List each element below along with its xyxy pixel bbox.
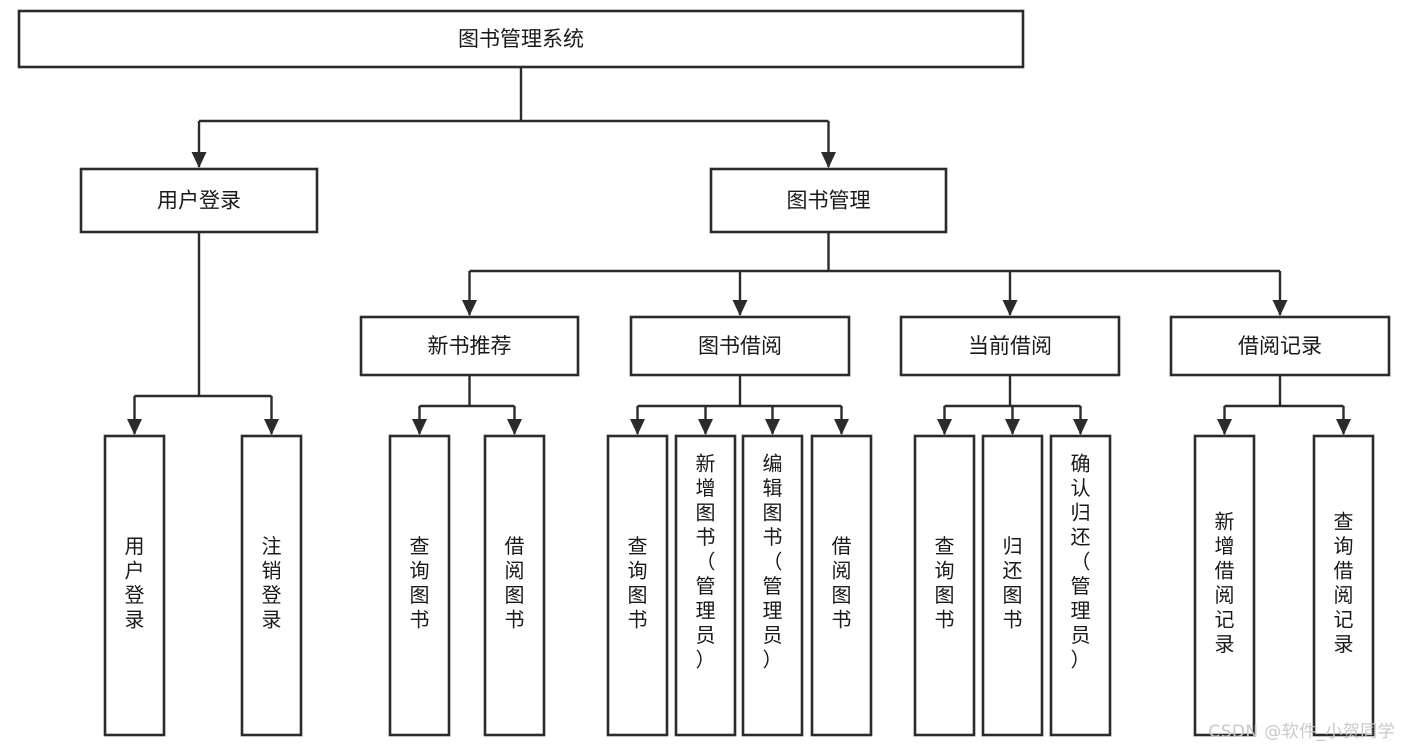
node-box	[79, 167, 319, 234]
node-box	[674, 434, 737, 737]
node-label: 当前借阅	[968, 334, 1052, 358]
arrow-head-icon	[630, 419, 645, 435]
node-label: 注销登录	[262, 534, 282, 632]
node-box	[1193, 434, 1256, 737]
node-leaf-user-login[interactable]: 用户登录	[103, 434, 166, 737]
node-label: 新书推荐	[428, 334, 512, 358]
node-box	[629, 315, 851, 377]
node-leaf-logout[interactable]: 注销登录	[240, 434, 303, 737]
node-box	[913, 434, 976, 737]
node-book-manage[interactable]: 图书管理	[709, 167, 948, 234]
node-label: 借阅图书	[505, 534, 525, 632]
node-label: 归还图书	[1003, 534, 1023, 632]
node-box	[103, 434, 166, 737]
node-box	[359, 315, 580, 377]
arrow-head-icon	[1336, 419, 1351, 435]
node-borrow-record[interactable]: 借阅记录	[1169, 315, 1391, 377]
node-label: 图书管理系统	[458, 27, 584, 51]
node-box	[981, 434, 1044, 737]
node-label: 借阅图书	[832, 534, 852, 632]
node-leaf-query-book-rec[interactable]: 查询图书	[388, 434, 451, 737]
node-label: 确认归还（管理员）	[1071, 451, 1091, 671]
node-label: 查询图书	[935, 534, 955, 632]
node-box	[1049, 434, 1112, 737]
arrow-head-icon	[1005, 419, 1020, 435]
node-box	[483, 434, 546, 737]
node-label: 用户登录	[157, 189, 241, 213]
arrow-head-icon	[264, 419, 279, 435]
node-leaf-add-record[interactable]: 新增借阅记录	[1193, 434, 1256, 737]
arrow-head-icon	[1002, 300, 1018, 316]
arrow-head-icon	[191, 152, 207, 168]
node-box	[810, 434, 873, 737]
node-label: 借阅记录	[1238, 334, 1322, 358]
node-book-borrow[interactable]: 图书借阅	[629, 315, 851, 377]
arrow-head-icon	[127, 419, 142, 435]
node-box	[606, 434, 669, 737]
node-box	[388, 434, 451, 737]
node-leaf-confirm-return[interactable]: 确认归还（管理员）	[1049, 434, 1112, 737]
node-box	[17, 9, 1025, 69]
node-label: 查询图书	[410, 534, 430, 632]
arrow-head-icon	[507, 419, 522, 435]
node-current-borrow[interactable]: 当前借阅	[899, 315, 1121, 377]
node-leaf-return-book[interactable]: 归还图书	[981, 434, 1044, 737]
arrow-head-icon	[1217, 419, 1232, 435]
node-label: 新增图书（管理员）	[696, 451, 716, 671]
node-label: 图书管理	[787, 189, 871, 213]
node-label: 新增借阅记录	[1215, 509, 1235, 656]
csdn-watermark: CSDN @软件_小贺同学	[1208, 722, 1395, 742]
node-leaf-query-book-current[interactable]: 查询图书	[913, 434, 976, 737]
node-label: 查询借阅记录	[1334, 509, 1354, 656]
arrow-head-icon	[732, 300, 748, 316]
node-leaf-borrow-book[interactable]: 借阅图书	[810, 434, 873, 737]
arrow-head-icon	[765, 419, 780, 435]
node-label: 编辑图书（管理员）	[763, 451, 783, 671]
arrow-head-icon	[462, 300, 477, 316]
arrow-head-icon	[821, 152, 836, 168]
node-label: 查询图书	[628, 534, 648, 632]
node-box	[741, 434, 804, 737]
arrow-head-icon	[1272, 300, 1288, 316]
node-box	[899, 315, 1121, 377]
node-leaf-query-book-borrow[interactable]: 查询图书	[606, 434, 669, 737]
node-leaf-query-record[interactable]: 查询借阅记录	[1312, 434, 1375, 737]
node-leaf-borrow-book-rec[interactable]: 借阅图书	[483, 434, 546, 737]
arrow-head-icon	[698, 419, 713, 435]
node-label: 用户登录	[125, 534, 145, 632]
node-boxes: 图书管理系统用户登录图书管理新书推荐图书借阅当前借阅借阅记录用户登录注销登录查询…	[17, 9, 1391, 737]
arrow-head-icon	[834, 419, 849, 435]
arrow-head-icon	[937, 419, 952, 435]
node-user-login[interactable]: 用户登录	[79, 167, 319, 234]
arrow-head-icon	[412, 419, 427, 435]
node-leaf-edit-book[interactable]: 编辑图书（管理员）	[741, 434, 804, 737]
arrow-head-icon	[1073, 419, 1088, 435]
node-box	[240, 434, 303, 737]
node-box	[1312, 434, 1375, 737]
node-box	[1169, 315, 1391, 377]
node-root[interactable]: 图书管理系统	[17, 9, 1025, 69]
node-new-book-rec[interactable]: 新书推荐	[359, 315, 580, 377]
node-box	[709, 167, 948, 234]
connector-lines	[127, 67, 1351, 435]
node-label: 图书借阅	[698, 334, 782, 358]
node-leaf-add-book[interactable]: 新增图书（管理员）	[674, 434, 737, 737]
